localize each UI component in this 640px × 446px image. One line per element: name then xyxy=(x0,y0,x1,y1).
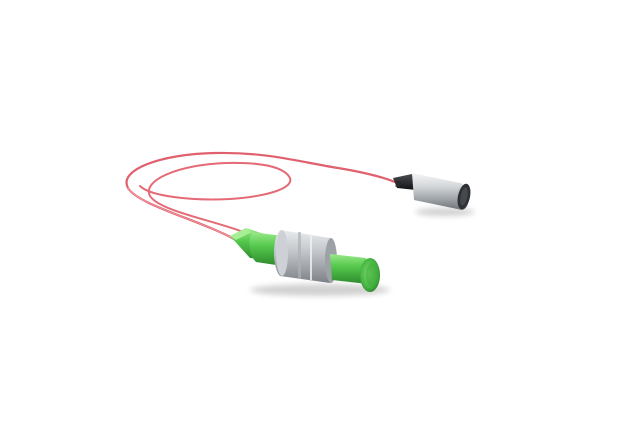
metal-tube-body xyxy=(412,173,469,210)
green-front-body xyxy=(330,254,368,284)
fiber-loop-inner xyxy=(139,161,292,235)
ground-shadow xyxy=(250,208,475,296)
fc-connector xyxy=(230,228,380,292)
fiber-loop-highlight xyxy=(127,187,237,241)
fiber-cable xyxy=(125,151,397,242)
metal-coupling-nut xyxy=(274,230,336,283)
ferrule-end-connector xyxy=(393,173,471,210)
